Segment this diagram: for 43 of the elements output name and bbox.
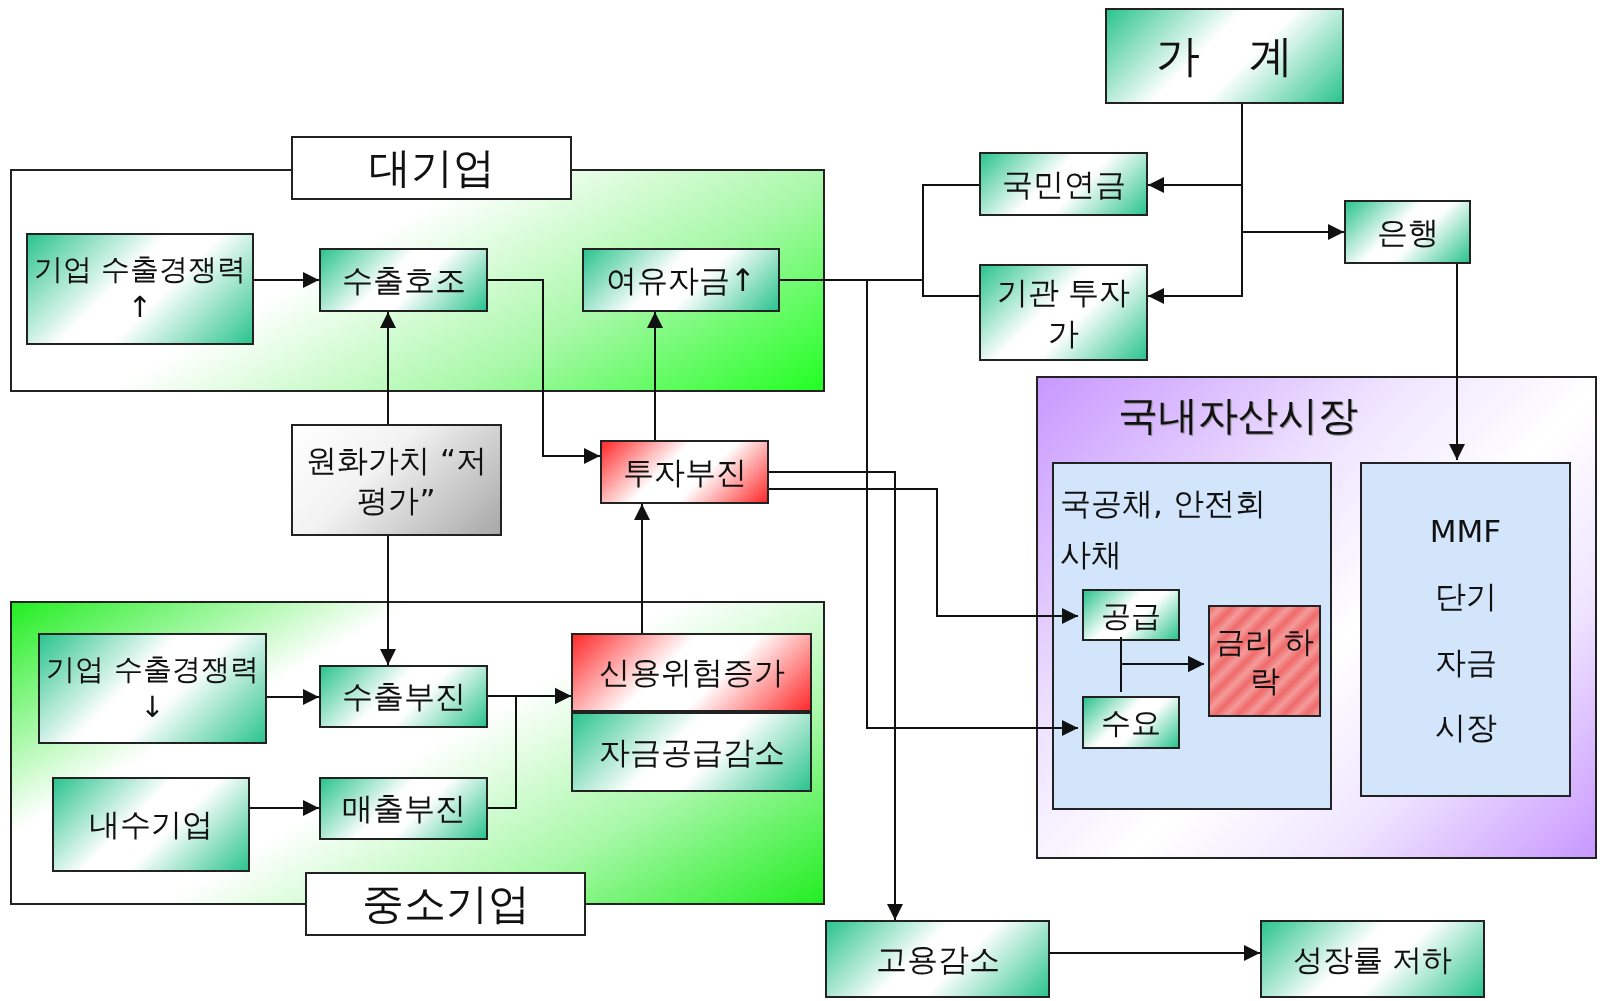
process-box: 투자부진 xyxy=(600,440,769,504)
connector-arrow xyxy=(1449,263,1465,461)
panel-heading: 국공채, 안전회사채 xyxy=(1060,484,1267,575)
connector-arrow xyxy=(768,488,1079,624)
process-box: 기관 투자가 xyxy=(979,264,1148,361)
process-box: 국민연금 xyxy=(979,152,1148,216)
group-title: 대기업 xyxy=(291,136,572,200)
process-box: 신용위험증가 xyxy=(571,633,812,712)
connector-arrow xyxy=(768,471,903,921)
process-box: 내수기업 xyxy=(52,777,250,872)
process-box: 기업 수출경쟁력↑ xyxy=(26,233,254,345)
connector-arrow xyxy=(1120,656,1205,693)
connector-arrow xyxy=(487,279,601,464)
connector-arrow xyxy=(266,689,320,705)
process-box: 은행 xyxy=(1344,200,1471,264)
process-box: 자금공급감소 xyxy=(571,712,812,792)
connector-arrow xyxy=(634,503,650,634)
connector-arrow xyxy=(1049,945,1261,961)
panel-title: 국내자산시장 xyxy=(1118,391,1358,440)
connector-arrow xyxy=(380,535,396,666)
bond-panel xyxy=(1052,462,1332,810)
process-box: 수요 xyxy=(1082,696,1180,749)
process-box: 공급 xyxy=(1082,589,1180,641)
group-title: 중소기업 xyxy=(305,872,586,936)
market-panel xyxy=(1360,462,1571,797)
process-box: 수출부진 xyxy=(319,665,488,728)
connector-arrow xyxy=(380,311,396,425)
connector-arrow xyxy=(647,311,663,441)
process-box: 원화가치 “저평가” xyxy=(291,424,502,536)
process-box: 고용감소 xyxy=(825,920,1050,998)
process-box: 기업 수출경쟁력↓ xyxy=(38,633,267,744)
process-box: 성장률 저하 xyxy=(1260,920,1485,998)
process-box: 수출호조 xyxy=(319,248,488,312)
connector-arrow xyxy=(487,688,572,809)
process-box: 매출부진 xyxy=(319,777,488,840)
process-box: 가 계 xyxy=(1105,8,1344,104)
process-box: 금리 하락 xyxy=(1208,605,1321,717)
panel-text: MMF 단기 자금 시장 xyxy=(1428,512,1503,747)
market-panel xyxy=(1036,376,1597,859)
process-box: 여유자금↑ xyxy=(582,248,780,312)
connector-arrow xyxy=(1241,103,1345,240)
connector-arrow xyxy=(253,272,320,288)
connector-arrow xyxy=(249,800,320,816)
